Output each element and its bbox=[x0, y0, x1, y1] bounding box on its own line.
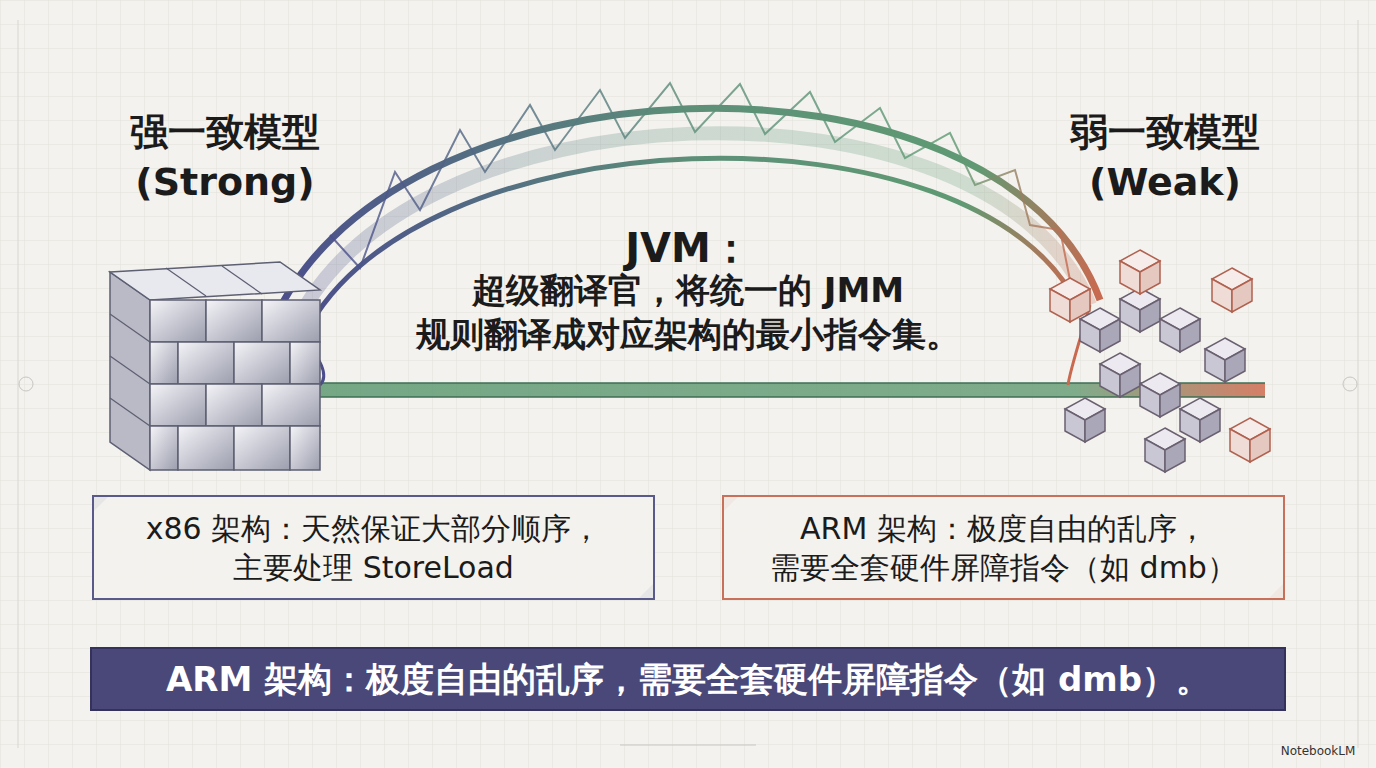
model-heading: 强一致模型 bbox=[130, 108, 320, 157]
model-heading: (Weak) bbox=[1089, 158, 1241, 207]
arch-box: x86 架构：天然保证大部分顺序， 主要处理 StoreLoad bbox=[92, 495, 655, 600]
box-text: ARM 架构：极度自由的乱序， 需要全套硬件屏障指令（如 dmb） bbox=[744, 509, 1263, 587]
model-heading: (Strong) bbox=[135, 158, 314, 207]
model-heading: 弱一致模型 bbox=[1070, 108, 1260, 157]
summary-band: ARM 架构：极度自由的乱序，需要全套硬件屏障指令（如 dmb）。 bbox=[90, 647, 1286, 711]
box-text: x86 架构：天然保证大部分顺序， 主要处理 StoreLoad bbox=[114, 509, 633, 587]
watermark: NotebookLM bbox=[1281, 744, 1356, 760]
box-text: ARM 架构：极度自由的乱序，需要全套硬件屏障指令（如 dmb）。 bbox=[166, 657, 1210, 701]
jvm-title: JVM： bbox=[625, 222, 751, 274]
jvm-description: 超级翻译官，将统一的 JMM 规则翻译成对应架构的最小指令集。 bbox=[368, 268, 1008, 356]
arch-box: ARM 架构：极度自由的乱序， 需要全套硬件屏障指令（如 dmb） bbox=[722, 495, 1285, 600]
